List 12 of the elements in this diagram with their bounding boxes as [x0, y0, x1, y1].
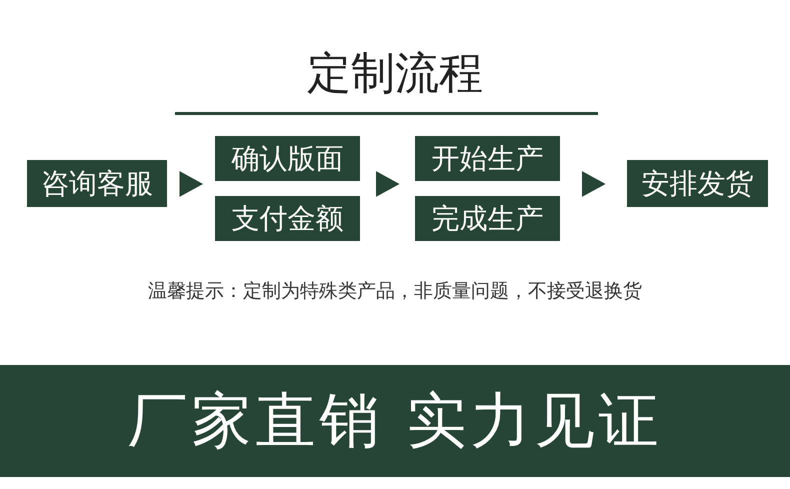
arrow	[376, 171, 400, 197]
step-box: 完成生产	[415, 196, 560, 241]
step-box: 确认版面	[215, 136, 360, 181]
step-box: 开始生产	[415, 136, 560, 181]
banner: 厂家直销 实力见证	[0, 365, 790, 477]
arrow	[180, 171, 204, 197]
title: 定制流程	[306, 47, 484, 101]
step-box: 安排发货	[627, 160, 768, 207]
arrow	[582, 171, 606, 197]
note: 温馨提示：定制为特殊类产品，非质量问题，不接受退换货	[147, 279, 643, 304]
step-box: 咨询客服	[27, 160, 167, 207]
step-box: 支付金额	[215, 196, 360, 241]
